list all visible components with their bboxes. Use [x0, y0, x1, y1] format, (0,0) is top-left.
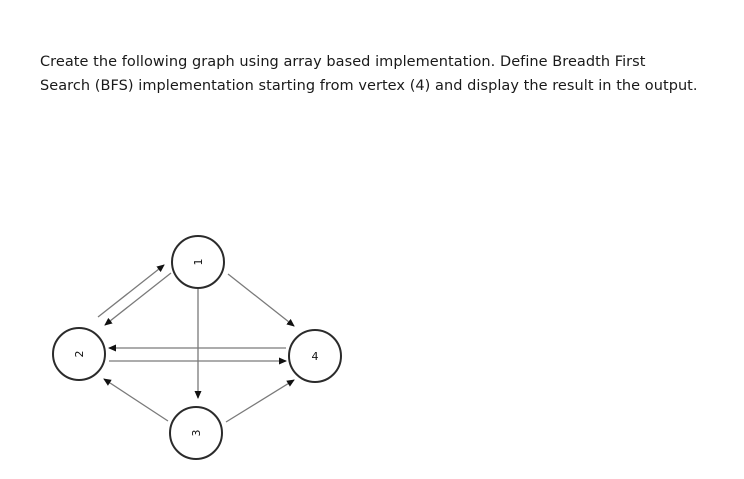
edge-3-to-4 — [225, 379, 295, 423]
edge-3-to-2 — [103, 378, 169, 422]
node-1-label: 1 — [192, 259, 205, 266]
edge-2-to-1 — [97, 264, 165, 318]
node-2-label: 2 — [73, 351, 86, 358]
node-3-label: 3 — [190, 430, 203, 437]
node-4-label: 4 — [312, 350, 319, 363]
node-1: 1 — [171, 235, 225, 289]
edge-1-to-2 — [104, 272, 172, 326]
question-text: Create the following graph using array b… — [40, 54, 698, 94]
node-3: 3 — [169, 406, 223, 460]
node-4: 4 — [288, 329, 342, 383]
node-2: 2 — [52, 327, 106, 381]
edge-1-to-4 — [227, 273, 295, 327]
